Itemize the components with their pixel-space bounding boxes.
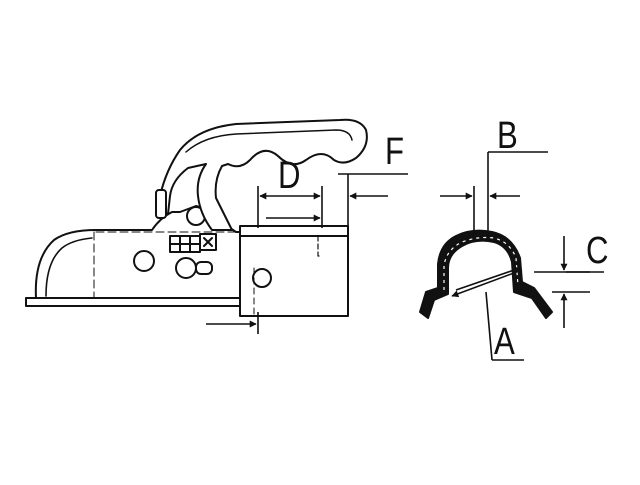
dimension-label-b: B [497,115,518,157]
dimension-label-c: C [586,230,609,272]
section-shell [419,229,553,319]
dimension-f [338,173,408,226]
dimension-c [534,236,604,328]
handle [159,118,368,231]
coupling-side-view [25,118,368,317]
dimension-label-a: A [494,321,515,363]
wear-indicator [169,233,217,279]
dimension-b [440,151,548,236]
nose-dome-line [45,237,93,297]
dimension-label-d: D [278,155,301,197]
bottom-dimension [206,312,259,334]
section-hatch [443,236,519,290]
body-stud [133,250,155,272]
dimension-label-f: F [385,131,405,173]
tube-hidden-line [317,235,323,257]
dimension-a [451,266,524,361]
handle-latch [155,189,167,219]
base-plate [25,297,241,307]
handle-grip-line [185,129,353,153]
cross-section-view [419,229,553,319]
shank-top-plate [239,225,349,237]
mounting-hole [252,268,272,288]
dimension-d [257,186,323,228]
